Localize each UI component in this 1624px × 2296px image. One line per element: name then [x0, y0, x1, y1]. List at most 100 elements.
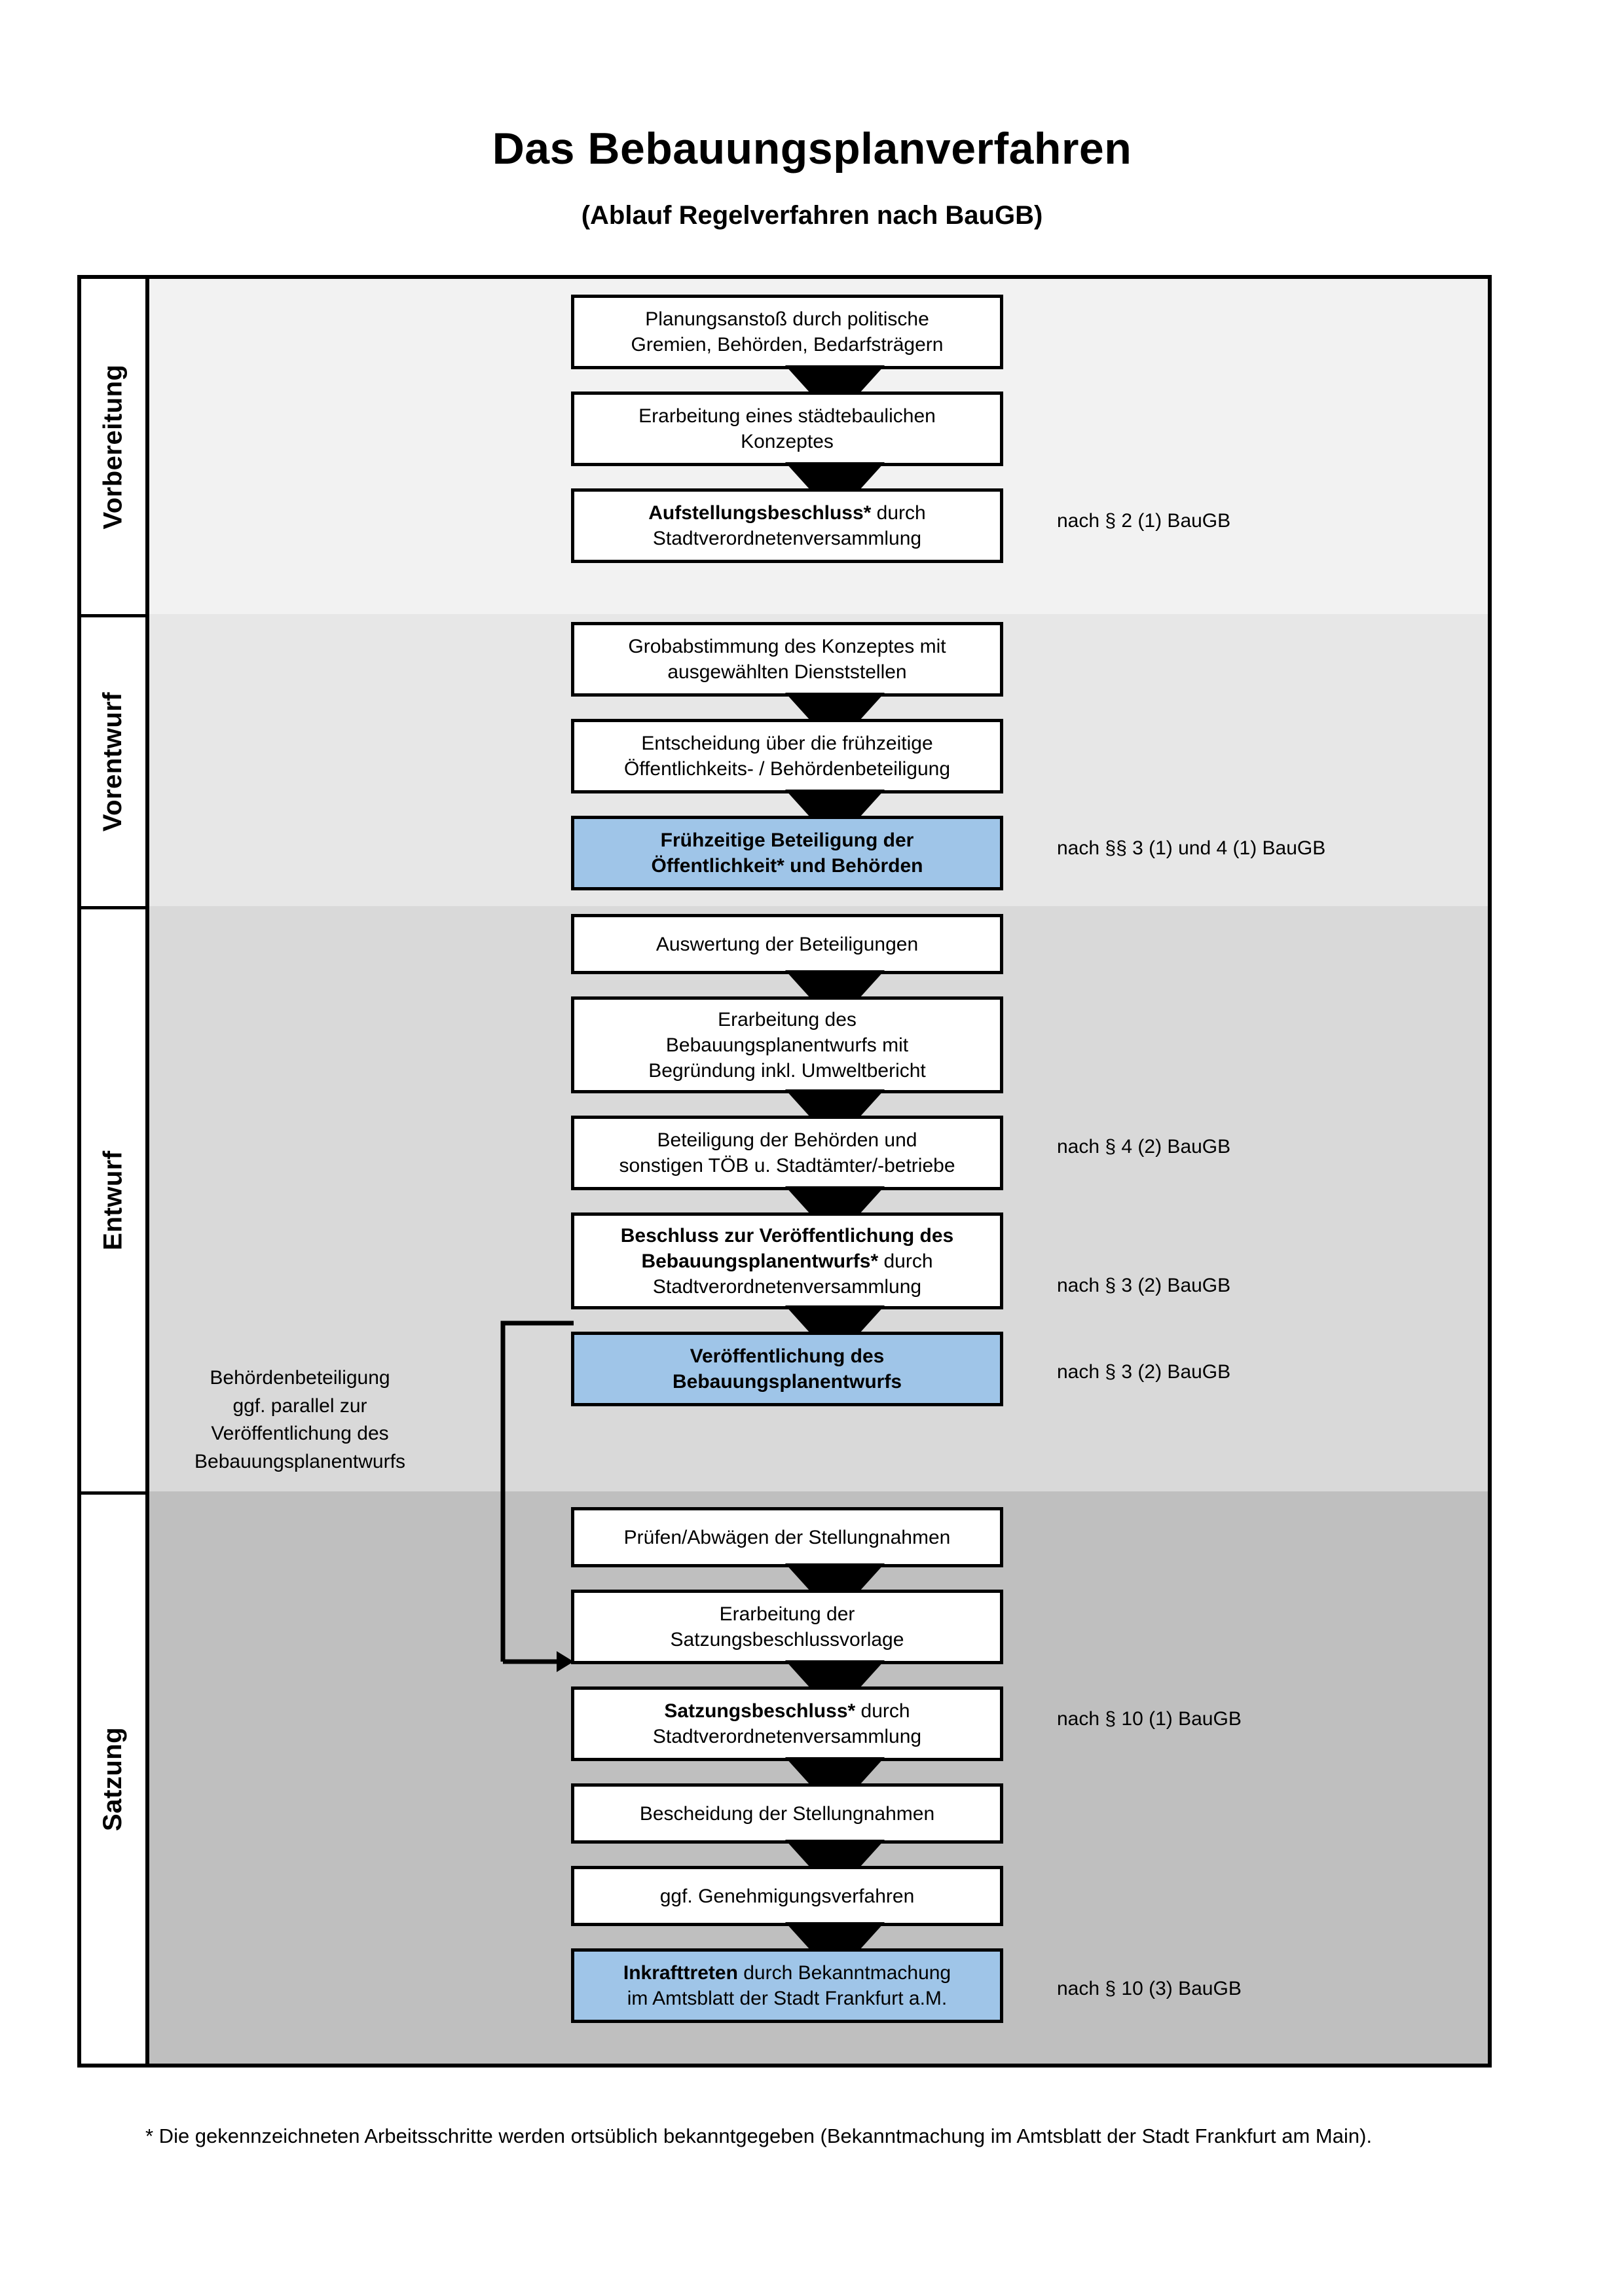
- step-line-1: durch: [878, 1250, 933, 1272]
- step-line-1: Bescheidung der Stellungnahmen: [639, 1802, 935, 1825]
- step-line-2: Öffentlichkeit* und Behörden: [651, 855, 923, 877]
- phase-row-vorentwurf: Vorentwurf Grobabstimmung des Konzeptes …: [81, 614, 1488, 906]
- arrow-down-icon: [785, 1089, 885, 1117]
- step-pruefen-abwaegen[interactable]: Prüfen/Abwägen der Stellungnahmen: [571, 1507, 1003, 1567]
- parallel-note-line-4: Bebauungsplanentwurfs: [194, 1450, 405, 1472]
- phase-label-vorbereitung: Vorbereitung: [81, 279, 149, 614]
- legal-reference-2: nach §§ 3 (1) und 4 (1) BauGB: [1057, 837, 1326, 859]
- legal-reference-1: nach § 2 (1) BauGB: [1057, 510, 1231, 532]
- step-text: Veröffentlichung des Bebauungsplanentwur…: [673, 1343, 902, 1394]
- step-veroeffentlichung-entwurf[interactable]: Veröffentlichung des Bebauungsplanentwur…: [571, 1332, 1003, 1406]
- step-line-2: Bebauungsplanentwurfs mit: [665, 1034, 909, 1056]
- page-subtitle: (Ablauf Regelverfahren nach BauGB): [581, 200, 1043, 230]
- step-beteiligung-behoerden[interactable]: Beteiligung der Behörden und sonstigen T…: [571, 1116, 1003, 1190]
- arrow-down-icon: [785, 1922, 885, 1950]
- step-text: Erarbeitung des Bebauungsplanentwurfs mi…: [648, 1007, 926, 1084]
- step-line-1: Erarbeitung der: [719, 1603, 855, 1625]
- step-line-2: sonstigen TÖB u. Stadtämter/-betriebe: [619, 1155, 955, 1176]
- flowchart-frame: Vorbereitung Planungsanstoß durch politi…: [77, 275, 1492, 2068]
- legal-reference-5: nach § 3 (2) BauGB: [1057, 1361, 1231, 1383]
- step-line-1: Erarbeitung eines städtebaulichen: [638, 405, 936, 427]
- step-auswertung-beteiligungen[interactable]: Auswertung der Beteiligungen: [571, 914, 1003, 974]
- step-line-2: ausgewählten Dienststellen: [667, 661, 907, 683]
- step-beschluss-veroeffentlichung[interactable]: Beschluss zur Veröffentlichung des Bebau…: [571, 1212, 1003, 1309]
- step-aufstellungsbeschluss[interactable]: Aufstellungsbeschluss* durch Stadtverord…: [571, 488, 1003, 563]
- step-line-1: Auswertung der Beteiligungen: [655, 933, 919, 955]
- legal-reference-4: nach § 3 (2) BauGB: [1057, 1275, 1231, 1296]
- step-text: Erarbeitung der Satzungsbeschlussvorlage: [671, 1601, 904, 1652]
- step-erarbeitung-satzungsvorlage[interactable]: Erarbeitung der Satzungsbeschlussvorlage: [571, 1590, 1003, 1664]
- step-text: Satzungsbeschluss* durch Stadtverordnete…: [653, 1698, 921, 1749]
- step-erarbeitung-entwurf[interactable]: Erarbeitung des Bebauungsplanentwurfs mi…: [571, 996, 1003, 1093]
- arrow-down-icon: [785, 790, 885, 817]
- step-line-1: ggf. Genehmigungsverfahren: [659, 1885, 915, 1907]
- step-emphasis: Satzungsbeschluss*: [664, 1700, 856, 1722]
- step-genehmigungsverfahren[interactable]: ggf. Genehmigungsverfahren: [571, 1866, 1003, 1926]
- arrow-down-icon: [785, 462, 885, 490]
- step-line-1: Planungsanstoß durch politische: [645, 308, 929, 330]
- step-line-2: Stadtverordnetenversammlung: [652, 1275, 922, 1298]
- parallel-note-line-1: Behördenbeteiligung: [210, 1367, 390, 1389]
- step-text: Entscheidung über die frühzeitige Öffent…: [624, 731, 950, 782]
- step-text: Beschluss zur Veröffentlichung des Bebau…: [621, 1223, 953, 1300]
- step-line-2: Konzeptes: [741, 431, 834, 452]
- step-line-1: Grobabstimmung des Konzeptes mit: [628, 636, 946, 657]
- step-line-1: durch: [871, 502, 926, 524]
- phase-label-vorentwurf: Vorentwurf: [81, 614, 149, 906]
- step-text: Planungsanstoß durch politische Gremien,…: [631, 306, 944, 357]
- phase-label-text: Satzung: [98, 1726, 128, 1832]
- step-line-2: Bebauungsplanentwurfs: [672, 1371, 902, 1393]
- step-emphasis: Inkrafttreten: [623, 1962, 738, 1984]
- step-line-1: Frühzeitige Beteiligung der: [660, 829, 914, 851]
- phase-label-entwurf: Entwurf: [81, 906, 149, 1491]
- step-text: Aufstellungsbeschluss* durch Stadtverord…: [648, 500, 925, 551]
- step-grobabstimmung[interactable]: Grobabstimmung des Konzeptes mit ausgewä…: [571, 622, 1003, 697]
- arrow-down-icon: [785, 1660, 885, 1688]
- step-line-1: Beteiligung der Behörden und: [657, 1129, 917, 1151]
- step-satzungsbeschluss[interactable]: Satzungsbeschluss* durch Stadtverordnete…: [571, 1686, 1003, 1761]
- step-text: Frühzeitige Beteiligung der Öffentlichke…: [651, 828, 923, 879]
- step-entscheidung-fruehzeitig[interactable]: Entscheidung über die frühzeitige Öffent…: [571, 719, 1003, 793]
- arrow-down-icon: [785, 1563, 885, 1591]
- phase-row-vorbereitung: Vorbereitung Planungsanstoß durch politi…: [81, 279, 1488, 614]
- footnote: * Die gekennzeichneten Arbeitsschritte w…: [145, 2124, 1373, 2147]
- step-line-1: Erarbeitung des: [718, 1008, 857, 1030]
- phase-label-text: Vorentwurf: [98, 691, 128, 832]
- parallel-note: Behördenbeteiligung ggf. parallel zur Ve…: [162, 1364, 437, 1476]
- step-staedtebauliches-konzept[interactable]: Erarbeitung eines städtebaulichen Konzep…: [571, 392, 1003, 466]
- legal-reference-7: nach § 10 (3) BauGB: [1057, 1978, 1242, 1999]
- phase-body-satzung: Prüfen/Abwägen der Stellungnahmen Erarbe…: [149, 1491, 1488, 2064]
- step-text: Grobabstimmung des Konzeptes mit ausgewä…: [628, 634, 946, 685]
- step-text: Beteiligung der Behörden und sonstigen T…: [619, 1127, 955, 1178]
- step-line-2: Öffentlichkeits- / Behördenbeteiligung: [623, 758, 951, 780]
- parallel-note-line-3: Veröffentlichung des: [211, 1423, 389, 1445]
- arrow-down-icon: [785, 365, 885, 393]
- phase-label-text: Entwurf: [98, 1150, 128, 1250]
- step-line-2: im Amtsblatt der Stadt Frankfurt a.M.: [627, 1988, 948, 2009]
- arrow-down-icon: [785, 693, 885, 720]
- arrow-down-icon: [785, 970, 885, 998]
- step-line-1: Entscheidung über die frühzeitige: [641, 733, 933, 754]
- step-planungsanstoss[interactable]: Planungsanstoß durch politische Gremien,…: [571, 295, 1003, 369]
- step-line-2: Satzungsbeschlussvorlage: [670, 1629, 904, 1650]
- arrow-down-icon: [785, 1840, 885, 1867]
- step-bescheidung-stellungnahmen[interactable]: Bescheidung der Stellungnahmen: [571, 1783, 1003, 1844]
- step-line-2: Stadtverordnetenversammlung: [652, 1726, 922, 1747]
- header: Das Bebauungsplanverfahren (Ablauf Regel…: [0, 124, 1624, 230]
- phase-body-vorbereitung: Planungsanstoß durch politische Gremien,…: [149, 279, 1488, 614]
- step-inkrafttreten[interactable]: Inkrafttreten durch Bekanntmachung im Am…: [571, 1948, 1003, 2023]
- phase-row-entwurf: Entwurf Auswertung der Beteiligungen Era…: [81, 906, 1488, 1672]
- legal-reference-6: nach § 10 (1) BauGB: [1057, 1708, 1242, 1730]
- step-line-2: Stadtverordnetenversammlung: [652, 528, 922, 549]
- step-line-3: Begründung inkl. Umweltbericht: [648, 1059, 926, 1082]
- arrow-down-icon: [785, 1757, 885, 1785]
- step-fruehzeitige-beteiligung[interactable]: Frühzeitige Beteiligung der Öffentlichke…: [571, 816, 1003, 890]
- bracket-connector-arrow: [500, 1321, 574, 1672]
- arrow-down-icon: [785, 1186, 885, 1214]
- step-line-1: Prüfen/Abwägen der Stellungnahmen: [623, 1526, 951, 1548]
- step-text: Erarbeitung eines städtebaulichen Konzep…: [638, 403, 936, 454]
- step-emphasis-1: Beschluss zur Veröffentlichung des: [620, 1224, 954, 1247]
- step-text: Inkrafttreten durch Bekanntmachung im Am…: [623, 1960, 951, 2011]
- step-line-2: Gremien, Behörden, Bedarfsträgern: [631, 334, 944, 355]
- phase-row-satzung: Satzung Prüfen/Abwägen der Stellungnahme…: [81, 1491, 1488, 2064]
